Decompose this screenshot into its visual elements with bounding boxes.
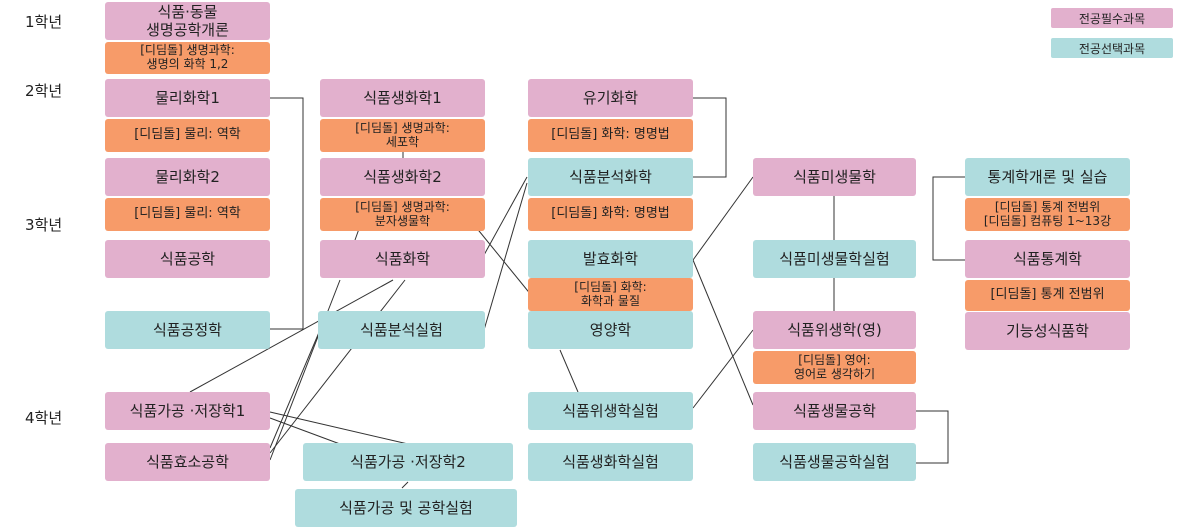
connector-chem-to-enzyme-b: [269, 279, 341, 461]
connector-ferment-to-bioeng: [692, 259, 754, 406]
course-food-processing1[interactable]: 식품가공 ·저장학1: [105, 392, 270, 430]
year-label-2: 2학년: [25, 82, 63, 100]
dgd-chem-names2[interactable]: [디딤돌] 화학: 명명법: [528, 198, 693, 231]
year-label-4: 4학년: [25, 409, 63, 427]
course-phys-chem2[interactable]: 물리화학2: [105, 158, 270, 196]
course-food-bio-intro[interactable]: 식품·동물 생명공학개론: [105, 2, 270, 40]
connector-nutrition-to-hygienelab: [559, 349, 579, 393]
course-fermentation-chem[interactable]: 발효화학: [528, 240, 693, 278]
year-label-3: 3학년: [25, 216, 63, 234]
dgd-stats-computing[interactable]: [디딤돌] 통계 전범위 [디딤돌] 컴퓨팅 1~13강: [965, 198, 1130, 231]
course-intro-stats[interactable]: 통계학개론 및 실습: [965, 158, 1130, 196]
course-food-analysis-lab[interactable]: 식품분석실험: [318, 311, 485, 349]
connector-chem-to-process1: [189, 279, 394, 393]
dgd-physics2[interactable]: [디딤돌] 물리: 역학: [105, 198, 270, 231]
connector-organic-to-analytical: [693, 97, 727, 178]
connector-analytical-to-foodchem: [483, 176, 528, 256]
connector-phys-to-process: [270, 97, 304, 330]
course-food-eng[interactable]: 식품공학: [105, 240, 270, 278]
course-food-processing2[interactable]: 식품가공 ·저장학2: [303, 443, 513, 481]
connector-process1-to-process2-a: [269, 411, 409, 445]
dgd-english[interactable]: [디딤돌] 영어: 영어로 생각하기: [753, 351, 916, 384]
connector-analytical-to-lab: [483, 182, 528, 331]
course-phys-chem1[interactable]: 물리화학1: [105, 79, 270, 117]
legend-required: 전공필수과목: [1051, 8, 1173, 28]
dgd-molbio[interactable]: [디딤돌] 생명과학: 분자생물학: [320, 198, 485, 231]
connector-analysis-to-enzyme: [269, 329, 321, 449]
course-food-biochem-lab[interactable]: 식품생화학실험: [528, 443, 693, 481]
course-food-processing-lab[interactable]: 식품가공 및 공학실험: [295, 489, 517, 527]
course-food-biochem2[interactable]: 식품생화학2: [320, 158, 485, 196]
course-food-micro-lab[interactable]: 식품미생물학실험: [753, 240, 916, 278]
course-organic-chem[interactable]: 유기화학: [528, 79, 693, 117]
course-food-chem[interactable]: 식품화학: [320, 240, 485, 278]
connector-hygienelab-to-hygiene: [692, 329, 754, 409]
legend-elective: 전공선택과목: [1051, 38, 1173, 58]
connector-process1-to-process2-b: [269, 417, 341, 445]
course-functional-food[interactable]: 기능성식품학: [965, 312, 1130, 350]
dgd-physics1[interactable]: [디딤돌] 물리: 역학: [105, 119, 270, 152]
course-food-hygiene-en[interactable]: 식품위생학(영): [753, 311, 916, 349]
course-food-micro[interactable]: 식품미생물학: [753, 158, 916, 196]
course-food-bioeng-lab[interactable]: 식품생물공학실험: [753, 443, 916, 481]
course-food-process-eng[interactable]: 식품공정학: [105, 311, 270, 349]
course-food-biochem1[interactable]: 식품생화학1: [320, 79, 485, 117]
connector-bioeng-to-lab: [916, 410, 949, 464]
dgd-chem-names1[interactable]: [디딤돌] 화학: 명명법: [528, 119, 693, 152]
dgd-bio-chem[interactable]: [디딤돌] 생명과학: 생명의 화학 1,2: [105, 42, 270, 74]
connector-process2-to-lab: [401, 481, 409, 489]
course-food-analytical-chem[interactable]: 식품분석화학: [528, 158, 693, 196]
connector-stats-bracket: [932, 176, 965, 261]
course-food-bioeng[interactable]: 식품생물공학: [753, 392, 916, 430]
course-nutrition[interactable]: 영양학: [528, 311, 693, 349]
connector-ferment-to-micro: [692, 176, 754, 261]
dgd-cell[interactable]: [디딤돌] 생명과학: 세포학: [320, 119, 485, 152]
course-food-hygiene-lab[interactable]: 식품위생학실험: [528, 392, 693, 430]
course-food-stats[interactable]: 식품통계학: [965, 240, 1130, 278]
connector-chem-to-enzyme-a: [269, 279, 406, 454]
dgd-chem-material[interactable]: [디딤돌] 화학: 화학과 물질: [528, 278, 693, 311]
course-food-enzyme-eng[interactable]: 식품효소공학: [105, 443, 270, 481]
year-label-1: 1학년: [25, 13, 63, 31]
dgd-stats[interactable]: [디딤돌] 통계 전범위: [965, 280, 1130, 311]
